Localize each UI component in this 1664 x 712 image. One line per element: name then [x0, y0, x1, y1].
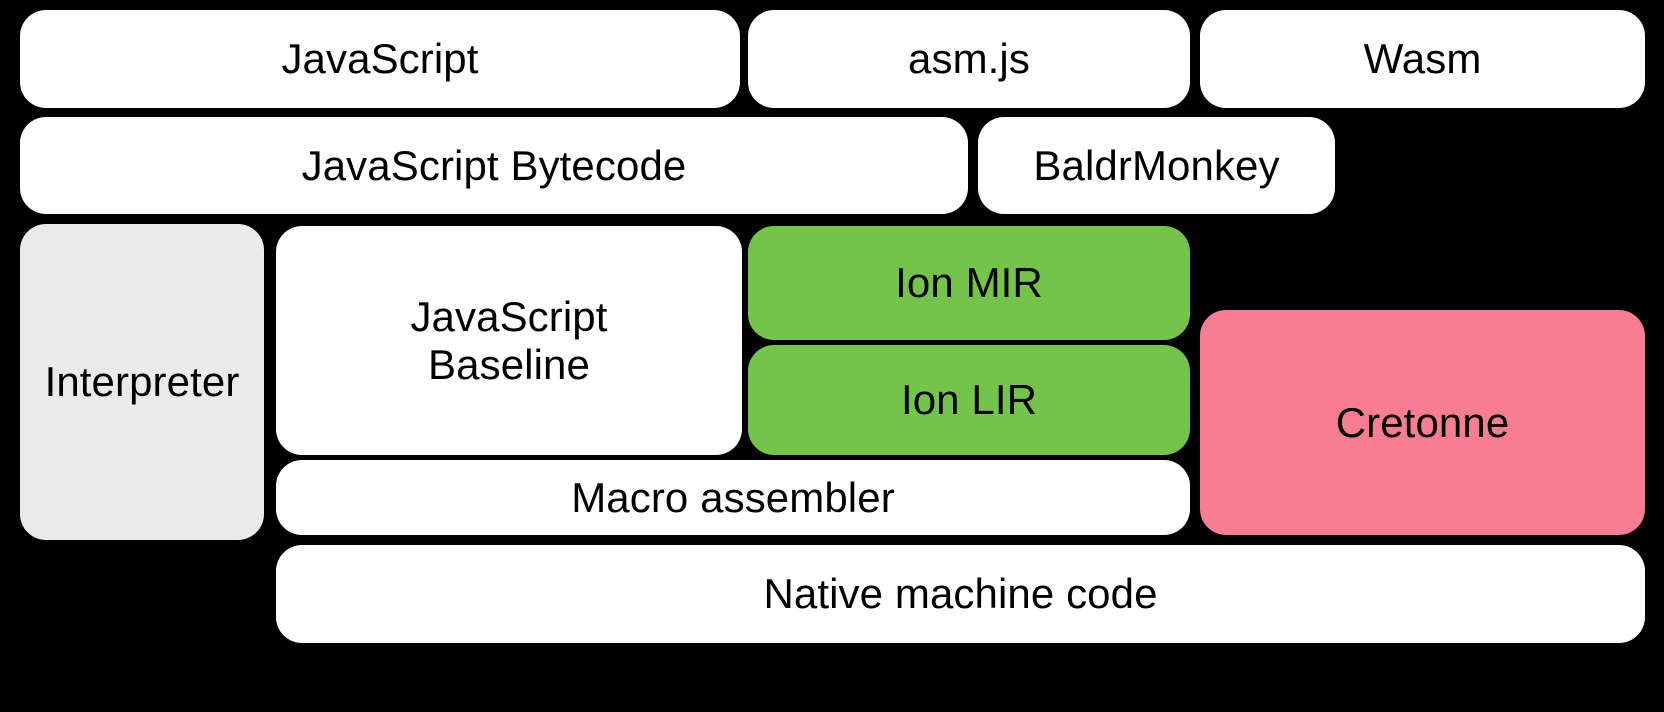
node-wasm: Wasm	[1200, 10, 1645, 108]
node-asmjs: asm.js	[748, 10, 1190, 108]
node-javascript-baseline: JavaScript Baseline	[276, 226, 742, 455]
node-ion-mir: Ion MIR	[748, 226, 1190, 340]
node-interpreter: Interpreter	[20, 224, 264, 540]
node-baldrmonkey: BaldrMonkey	[978, 117, 1335, 214]
node-javascript-bytecode: JavaScript Bytecode	[20, 117, 968, 214]
node-cretonne: Cretonne	[1200, 310, 1645, 535]
node-macro-assembler: Macro assembler	[276, 460, 1190, 535]
node-ion-lir: Ion LIR	[748, 345, 1190, 455]
node-native-machine-code: Native machine code	[276, 545, 1645, 643]
node-javascript: JavaScript	[20, 10, 740, 108]
